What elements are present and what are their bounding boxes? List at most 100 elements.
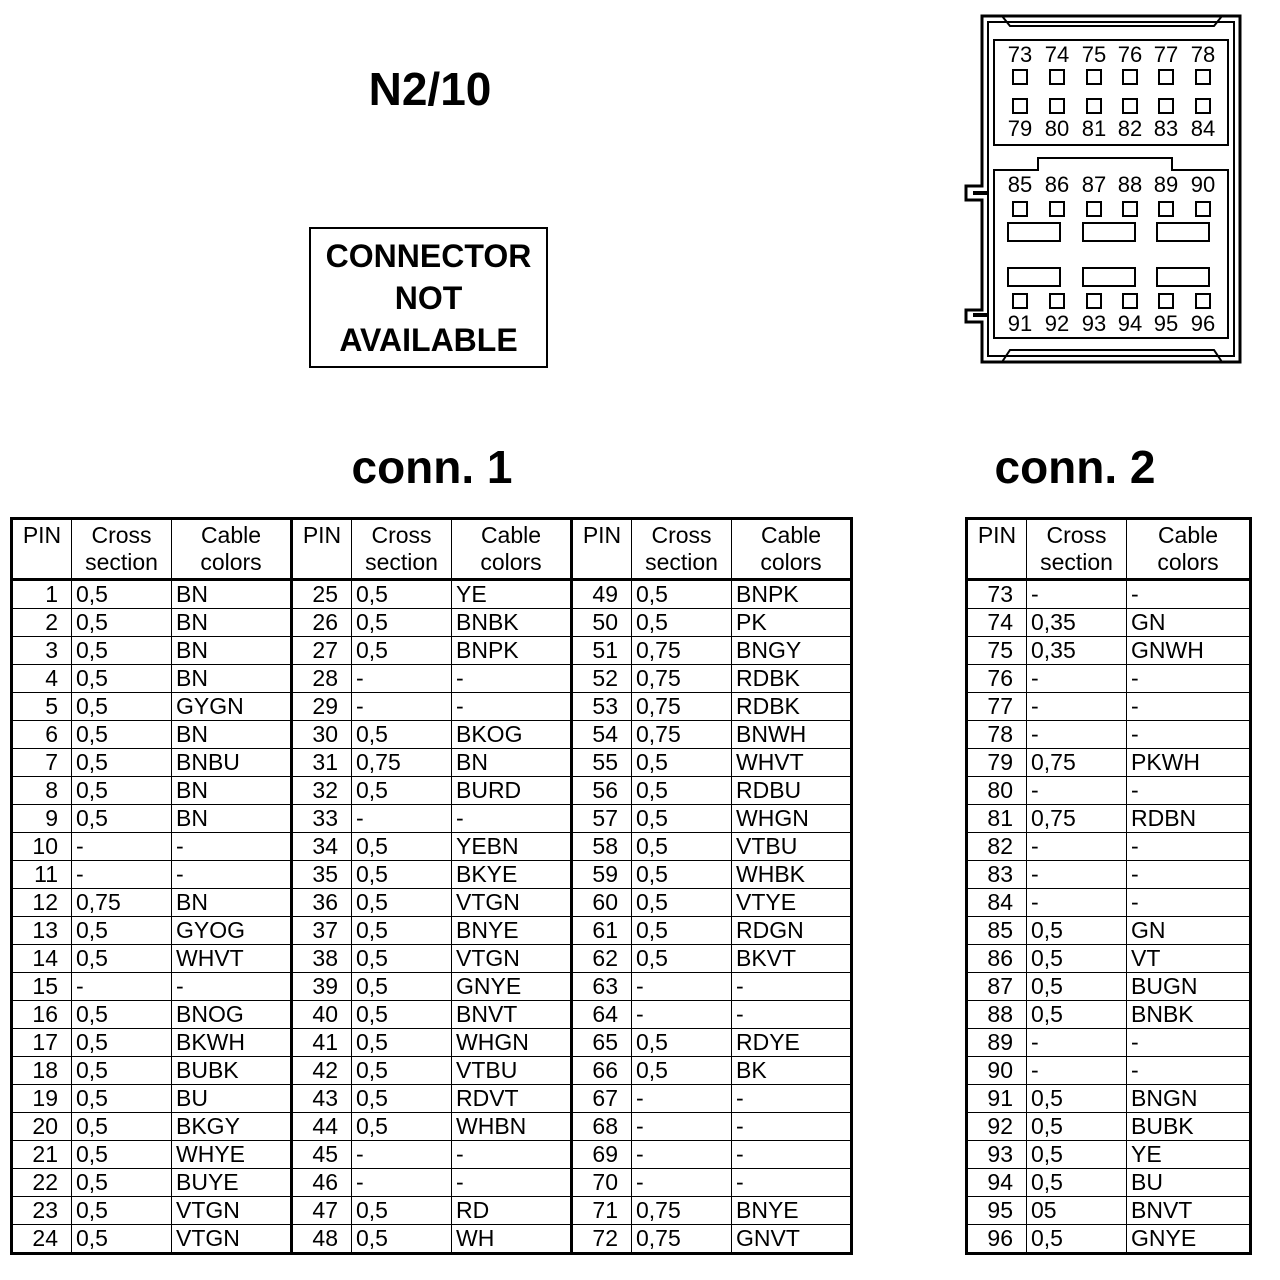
pin-cell: 6 (11, 720, 72, 749)
pin-cavity (1122, 201, 1138, 217)
pin-cell: 74 (966, 608, 1027, 637)
cross-section-cell: 0,5 (71, 1112, 172, 1141)
cable-color-cell: BK (731, 1056, 852, 1085)
cable-color-cell: WHBN (451, 1112, 572, 1141)
cable-color-cell: BKGY (171, 1112, 292, 1141)
cross-section-cell: - (1026, 1028, 1127, 1057)
pin-number-label: 82 (1118, 116, 1142, 141)
pin-cell: 18 (11, 1056, 72, 1085)
cross-section-cell: 0,5 (351, 1000, 452, 1029)
cable-color-cell: VTBU (731, 832, 852, 861)
pin-cell: 25 (290, 579, 352, 609)
pin-number-label: 90 (1191, 172, 1215, 197)
cross-section-cell: - (71, 832, 172, 861)
cable-color-cell: BNGN (1126, 1084, 1251, 1113)
pin-cell: 23 (11, 1196, 72, 1225)
pin-cell: 41 (290, 1028, 352, 1057)
header-pin: PIN (966, 518, 1027, 581)
cross-section-cell: 0,75 (1026, 748, 1127, 777)
pin-cell: 91 (966, 1084, 1027, 1113)
pin-cavity (1012, 201, 1028, 217)
pin-number-label: 85 (1008, 172, 1032, 197)
cable-color-cell: BNBK (451, 608, 572, 637)
cross-section-cell: - (1026, 579, 1127, 609)
cross-section-cell: 0,5 (351, 579, 452, 609)
pin-cavity (1049, 201, 1065, 217)
cable-color-cell: RDGN (731, 916, 852, 945)
pin-cell: 29 (290, 692, 352, 721)
pin-cell: 43 (290, 1084, 352, 1113)
cable-color-cell: BNBK (1126, 1000, 1251, 1029)
pin-cell: 15 (11, 972, 72, 1001)
pin-cavities (1007, 69, 1211, 309)
cable-color-cell: - (731, 972, 852, 1001)
pin-cell: 3 (11, 636, 72, 665)
pin-cavity (1158, 293, 1174, 309)
pin-number-label: 91 (1008, 311, 1032, 336)
pin-cell: 64 (570, 1000, 632, 1029)
cross-section-cell: 0,75 (351, 748, 452, 777)
table-row: 76-- (966, 664, 1251, 693)
cable-color-cell: WHGN (731, 804, 852, 833)
pin-cell: 50 (570, 608, 632, 637)
lower-pin-block (993, 157, 1229, 339)
pin-cell: 53 (570, 692, 632, 721)
cross-section-cell: - (1026, 1056, 1127, 1085)
pin-cell: 88 (966, 1000, 1027, 1029)
cross-section-cell: 0,5 (631, 1028, 732, 1057)
table-row: 78-- (966, 720, 1251, 749)
pin-cavity (1195, 201, 1211, 217)
cable-color-cell: - (731, 1000, 852, 1029)
pin-number-label: 84 (1191, 116, 1215, 141)
pin-cavity (1122, 98, 1138, 114)
pin-cell: 73 (966, 579, 1027, 609)
cable-color-cell: BKYE (451, 860, 572, 889)
cross-section-cell: - (631, 972, 732, 1001)
pin-cell: 65 (570, 1028, 632, 1057)
cable-color-cell: RDYE (731, 1028, 852, 1057)
cable-color-cell: - (171, 972, 292, 1001)
cross-section-cell: 0,5 (71, 804, 172, 833)
cross-section-cell: - (351, 1140, 452, 1169)
cable-color-cell: BN (171, 636, 292, 665)
pin-cavity (1086, 293, 1102, 309)
cable-color-cell: PK (731, 608, 852, 637)
pin-cell: 93 (966, 1140, 1027, 1169)
pin-cell: 28 (290, 664, 352, 693)
cable-color-cell: - (171, 832, 292, 861)
cable-color-cell: - (1126, 1056, 1251, 1085)
power-pin-cavity (1082, 267, 1136, 287)
pin-cell: 13 (11, 916, 72, 945)
cross-section-cell: 0,5 (71, 1224, 172, 1254)
cable-color-cell: BKOG (451, 720, 572, 749)
cable-color-cell: - (1126, 579, 1251, 609)
pin-cell: 19 (11, 1084, 72, 1113)
power-pin-cavity (1082, 222, 1136, 242)
cross-section-cell: 0,75 (631, 664, 732, 693)
pin-cell: 46 (290, 1168, 352, 1197)
cable-color-cell: - (451, 664, 572, 693)
pin-cell: 35 (290, 860, 352, 889)
cable-color-cell: BNYE (731, 1196, 852, 1225)
connector-not-available-notice: CONNECTOR NOT AVAILABLE (309, 227, 548, 368)
cross-section-cell: 0,5 (71, 1196, 172, 1225)
pin-cell: 72 (570, 1224, 632, 1254)
cable-color-cell: GNVT (731, 1224, 852, 1254)
cross-section-cell: 0,5 (351, 636, 452, 665)
cross-section-cell: 0,5 (71, 916, 172, 945)
